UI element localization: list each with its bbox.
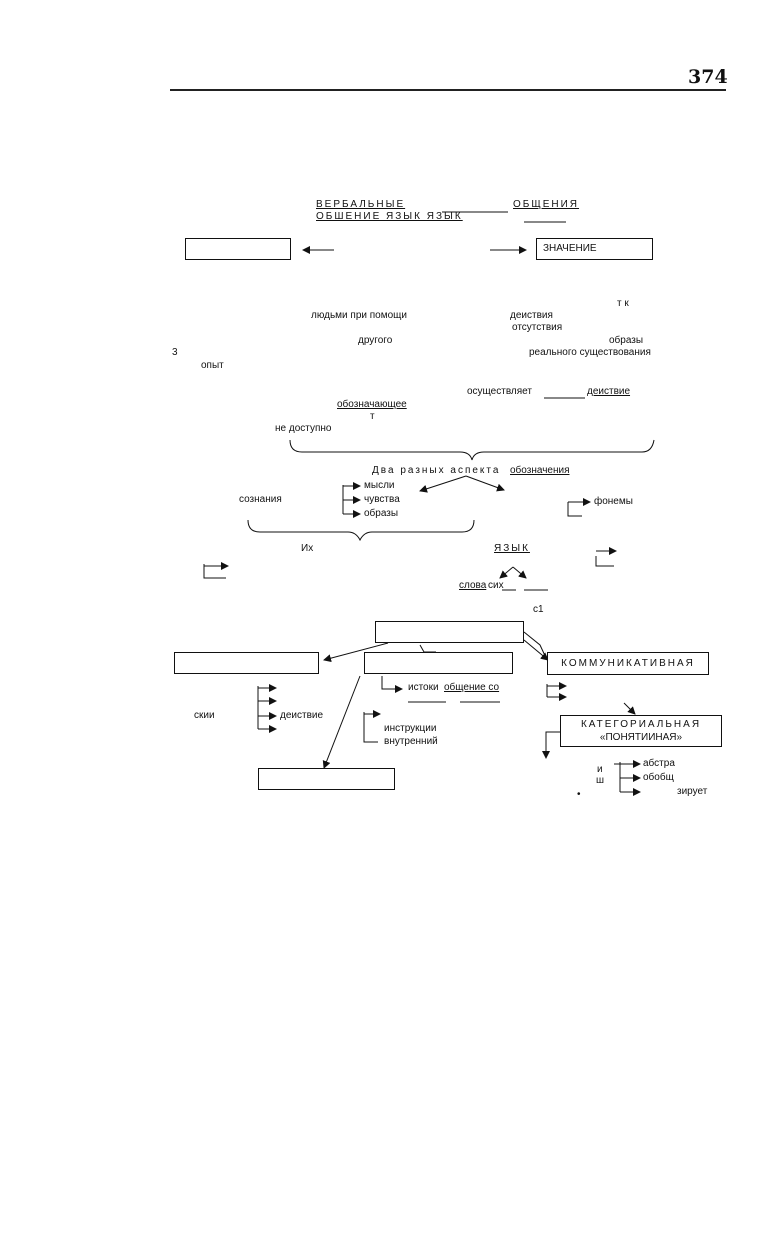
text-communication-with: общение со [444, 682, 500, 693]
text-c1: с1 [533, 604, 544, 615]
text-instructions: инструкции [384, 723, 437, 734]
text-absence: отсутствия [512, 322, 563, 333]
conceptual-label: «ПОНЯТИИНАЯ» [599, 732, 683, 743]
aspects-title-signification: обозначения [510, 465, 570, 476]
empty-box-left [185, 238, 291, 260]
text-abstr: абстра [643, 758, 675, 769]
text-words: слова [459, 580, 487, 591]
text-t: т [370, 411, 375, 422]
heading-verbal: ВЕРБАЛЬНЫЕ [316, 199, 406, 210]
text-action: деиствия [510, 310, 553, 321]
text-signifier: обозначающее [337, 399, 407, 410]
text-language: ЯЗЫК [494, 543, 530, 554]
aspect-feelings: чувства [364, 494, 400, 505]
text-images: образы [609, 335, 644, 346]
function-left-box [174, 652, 319, 674]
text-i2: ш [596, 775, 605, 786]
text-experience: опыт [201, 360, 224, 371]
text-gener: обобщ [643, 772, 674, 783]
text-internal: внутренний [384, 736, 438, 747]
text-action3: деиствие [280, 710, 324, 721]
communicative-label: КОММУНИКАТИВНАЯ [561, 658, 695, 669]
text-people: людьми при помощи [311, 310, 407, 321]
function-bottom-box [258, 768, 395, 790]
function-root-box [375, 621, 524, 643]
heading-communication: ОБЩЕНИЯ [513, 199, 580, 210]
text-tk: т к [617, 298, 629, 309]
text-zir: зирует [677, 786, 708, 797]
categorial-box: КАТЕГОРИАЛЬНАЯ «ПОНЯТИИНАЯ» [560, 715, 722, 747]
aspects-title: Два разных аспекта [372, 465, 501, 476]
function-center-box [364, 652, 513, 674]
communicative-box: КОММУНИКАТИВНАЯ [547, 652, 709, 675]
text-consciousness: сознания [239, 494, 282, 505]
meaning-box: ЗНАЧЕНИЕ [536, 238, 653, 260]
text-three: 3 [172, 347, 178, 358]
text-action2: деиствие [587, 386, 631, 397]
text-not-available: не доступно [275, 423, 332, 434]
aspect-thoughts: мысли [364, 480, 395, 491]
aspect-images: образы [364, 508, 399, 519]
meaning-label: ЗНАЧЕНИЕ [543, 243, 597, 254]
text-other: другого [358, 335, 393, 346]
header-rule [170, 89, 726, 91]
categorial-label: КАТЕГОРИАЛЬНАЯ [580, 719, 702, 730]
text-sources: истоки [408, 682, 439, 693]
text-their2: сих [488, 580, 504, 591]
text-phonemes: фонемы [594, 496, 633, 507]
text-i1: и [597, 764, 603, 775]
text-performs: осуществляет [467, 386, 532, 397]
heading-line2: ОБШЕНИЕ ЯЗЫК ЯЗЫК [316, 211, 463, 222]
text-dot: • [577, 789, 581, 800]
text-their: Их [301, 543, 314, 554]
text-ski: скии [194, 710, 215, 721]
text-real-existence: реального существования [529, 347, 651, 358]
page-number: 374 [688, 66, 728, 88]
